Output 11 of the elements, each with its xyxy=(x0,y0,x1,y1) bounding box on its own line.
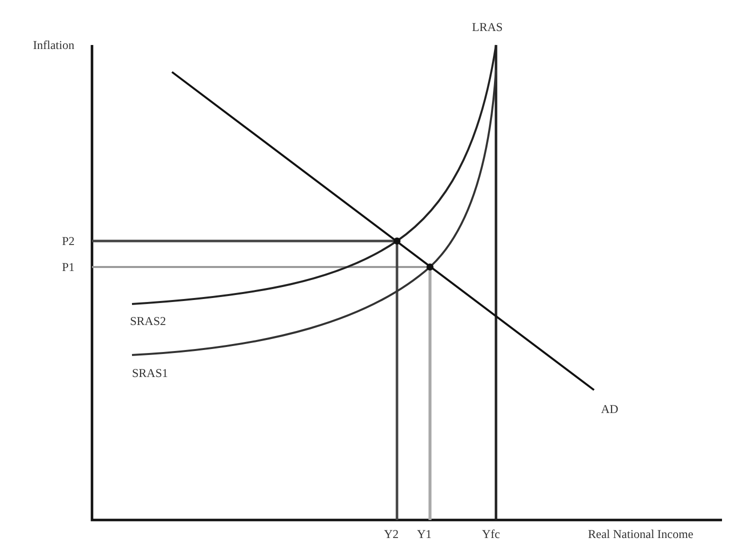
curve-label: Y2 xyxy=(384,527,399,541)
curve-label: SRAS2 xyxy=(130,314,166,328)
curve-label: AD xyxy=(601,402,618,416)
curve-label: Y1 xyxy=(417,527,432,541)
curve-label: Yfc xyxy=(482,527,500,541)
axis-title: Inflation xyxy=(33,38,74,52)
curve-label: P2 xyxy=(62,234,75,248)
axis-title: Real National Income xyxy=(588,527,694,541)
curve-label: LRAS xyxy=(472,20,503,34)
curve-label: SRAS1 xyxy=(132,366,168,380)
curve-label: P1 xyxy=(62,260,75,274)
